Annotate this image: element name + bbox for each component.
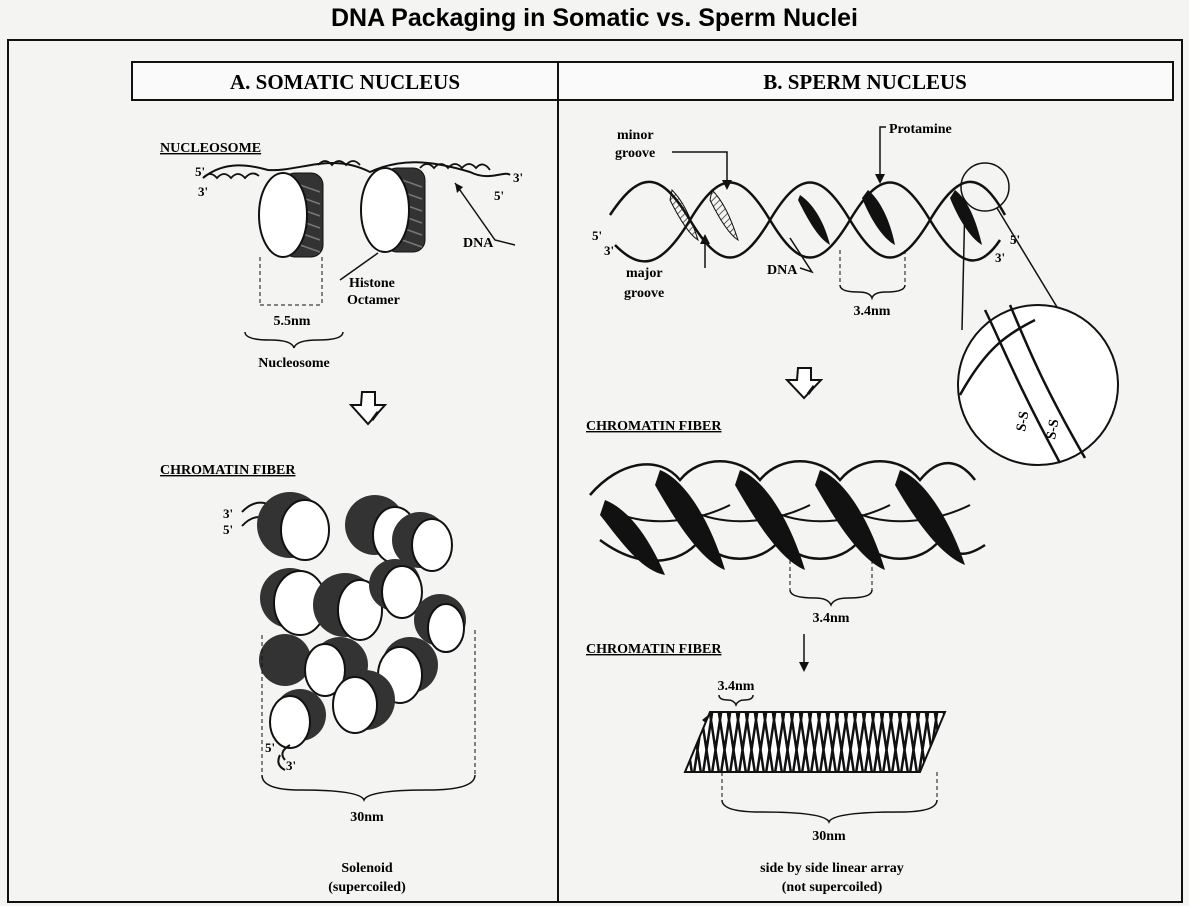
- pitch-label: 3.4nm: [854, 304, 891, 319]
- linear-array-fiber: [685, 712, 945, 772]
- disulfide-bond-inset: S-S S-S: [958, 163, 1118, 465]
- protamine-fiber: [590, 461, 985, 575]
- nucleosome-3-prime-right: 3': [513, 170, 523, 185]
- array-pitch-label: 3.4nm: [718, 679, 755, 694]
- histone-octamer-2: [361, 168, 425, 252]
- nucleosome-width-dashes: [260, 257, 322, 305]
- chromatin-fiber-heading-a: CHROMATIN FIBER: [160, 463, 296, 478]
- solenoid-5-prime-bottom: 5': [265, 740, 275, 755]
- solenoid-caption-line1: Solenoid: [341, 861, 393, 876]
- minor-groove-label-line2: groove: [615, 146, 655, 161]
- sperm-dna-double-helix: [610, 182, 1005, 262]
- sperm-dna-3-prime-right: 3': [995, 250, 1005, 265]
- nucleosome-5-prime-right: 5': [494, 188, 504, 203]
- solenoid-fiber: [242, 492, 466, 770]
- nucleosome-brace: [245, 332, 343, 348]
- array-caption-line2: (not supercoiled): [782, 880, 883, 895]
- array-size-label: 30nm: [812, 829, 846, 844]
- major-groove-label-line1: major: [626, 266, 663, 281]
- nucleosome-size-label: 5.5nm: [274, 314, 311, 329]
- nucleosome-5-prime-left: 5': [195, 164, 205, 179]
- nucleosome-3-prime-left: 3': [198, 184, 208, 199]
- down-arrow-icon-a: [351, 392, 385, 424]
- sperm-dna-3-prime: 3': [604, 243, 614, 258]
- array-width-dashes: [722, 772, 937, 800]
- histone-label-line1: Histone: [349, 276, 395, 291]
- minor-groove-label-line1: minor: [617, 128, 654, 143]
- nucleosome-dna-strand: [203, 161, 510, 178]
- minor-groove-pointer: [672, 152, 727, 186]
- panel-a-header: A. SOMATIC NUCLEUS: [230, 70, 460, 94]
- down-arrow-icon-b: [787, 368, 821, 398]
- major-groove-label-line2: groove: [624, 286, 664, 301]
- protamine-label: Protamine: [889, 122, 952, 137]
- chromatin-fiber-heading-b2: CHROMATIN FIBER: [586, 642, 722, 657]
- pitch-dashes: [840, 250, 905, 285]
- solenoid-brace: [262, 775, 475, 800]
- nucleosome-heading: NUCLEOSOME: [160, 141, 261, 156]
- nucleosome-caption: Nucleosome: [258, 356, 330, 371]
- solenoid-caption-line2: (supercoiled): [328, 880, 406, 895]
- panel-b-header: B. SPERM NUCLEUS: [763, 70, 967, 94]
- solenoid-3-prime-bottom: 3': [286, 758, 296, 773]
- array-caption-line1: side by side linear array: [760, 861, 904, 876]
- histone-label-line2: Octamer: [347, 293, 400, 308]
- protamine-pointer: [880, 127, 886, 180]
- array-pitch-brace: [719, 695, 753, 705]
- solenoid-3-prime: 3': [223, 506, 233, 521]
- solenoid-5-prime: 5': [223, 522, 233, 537]
- fiber-pitch-label: 3.4nm: [813, 611, 850, 626]
- dna-label-a: DNA: [463, 236, 494, 251]
- chromatin-fiber-heading-b1: CHROMATIN FIBER: [586, 419, 722, 434]
- array-brace: [722, 800, 937, 822]
- dna-label-b: DNA: [767, 263, 798, 278]
- solenoid-size-label: 30nm: [350, 810, 384, 825]
- fiber-pitch-brace: [790, 590, 872, 605]
- histone-octamer-1: [259, 173, 323, 257]
- down-arrow-icon-c-head: [799, 662, 809, 672]
- sperm-dna-5-prime: 5': [592, 228, 602, 243]
- pitch-brace: [840, 285, 905, 298]
